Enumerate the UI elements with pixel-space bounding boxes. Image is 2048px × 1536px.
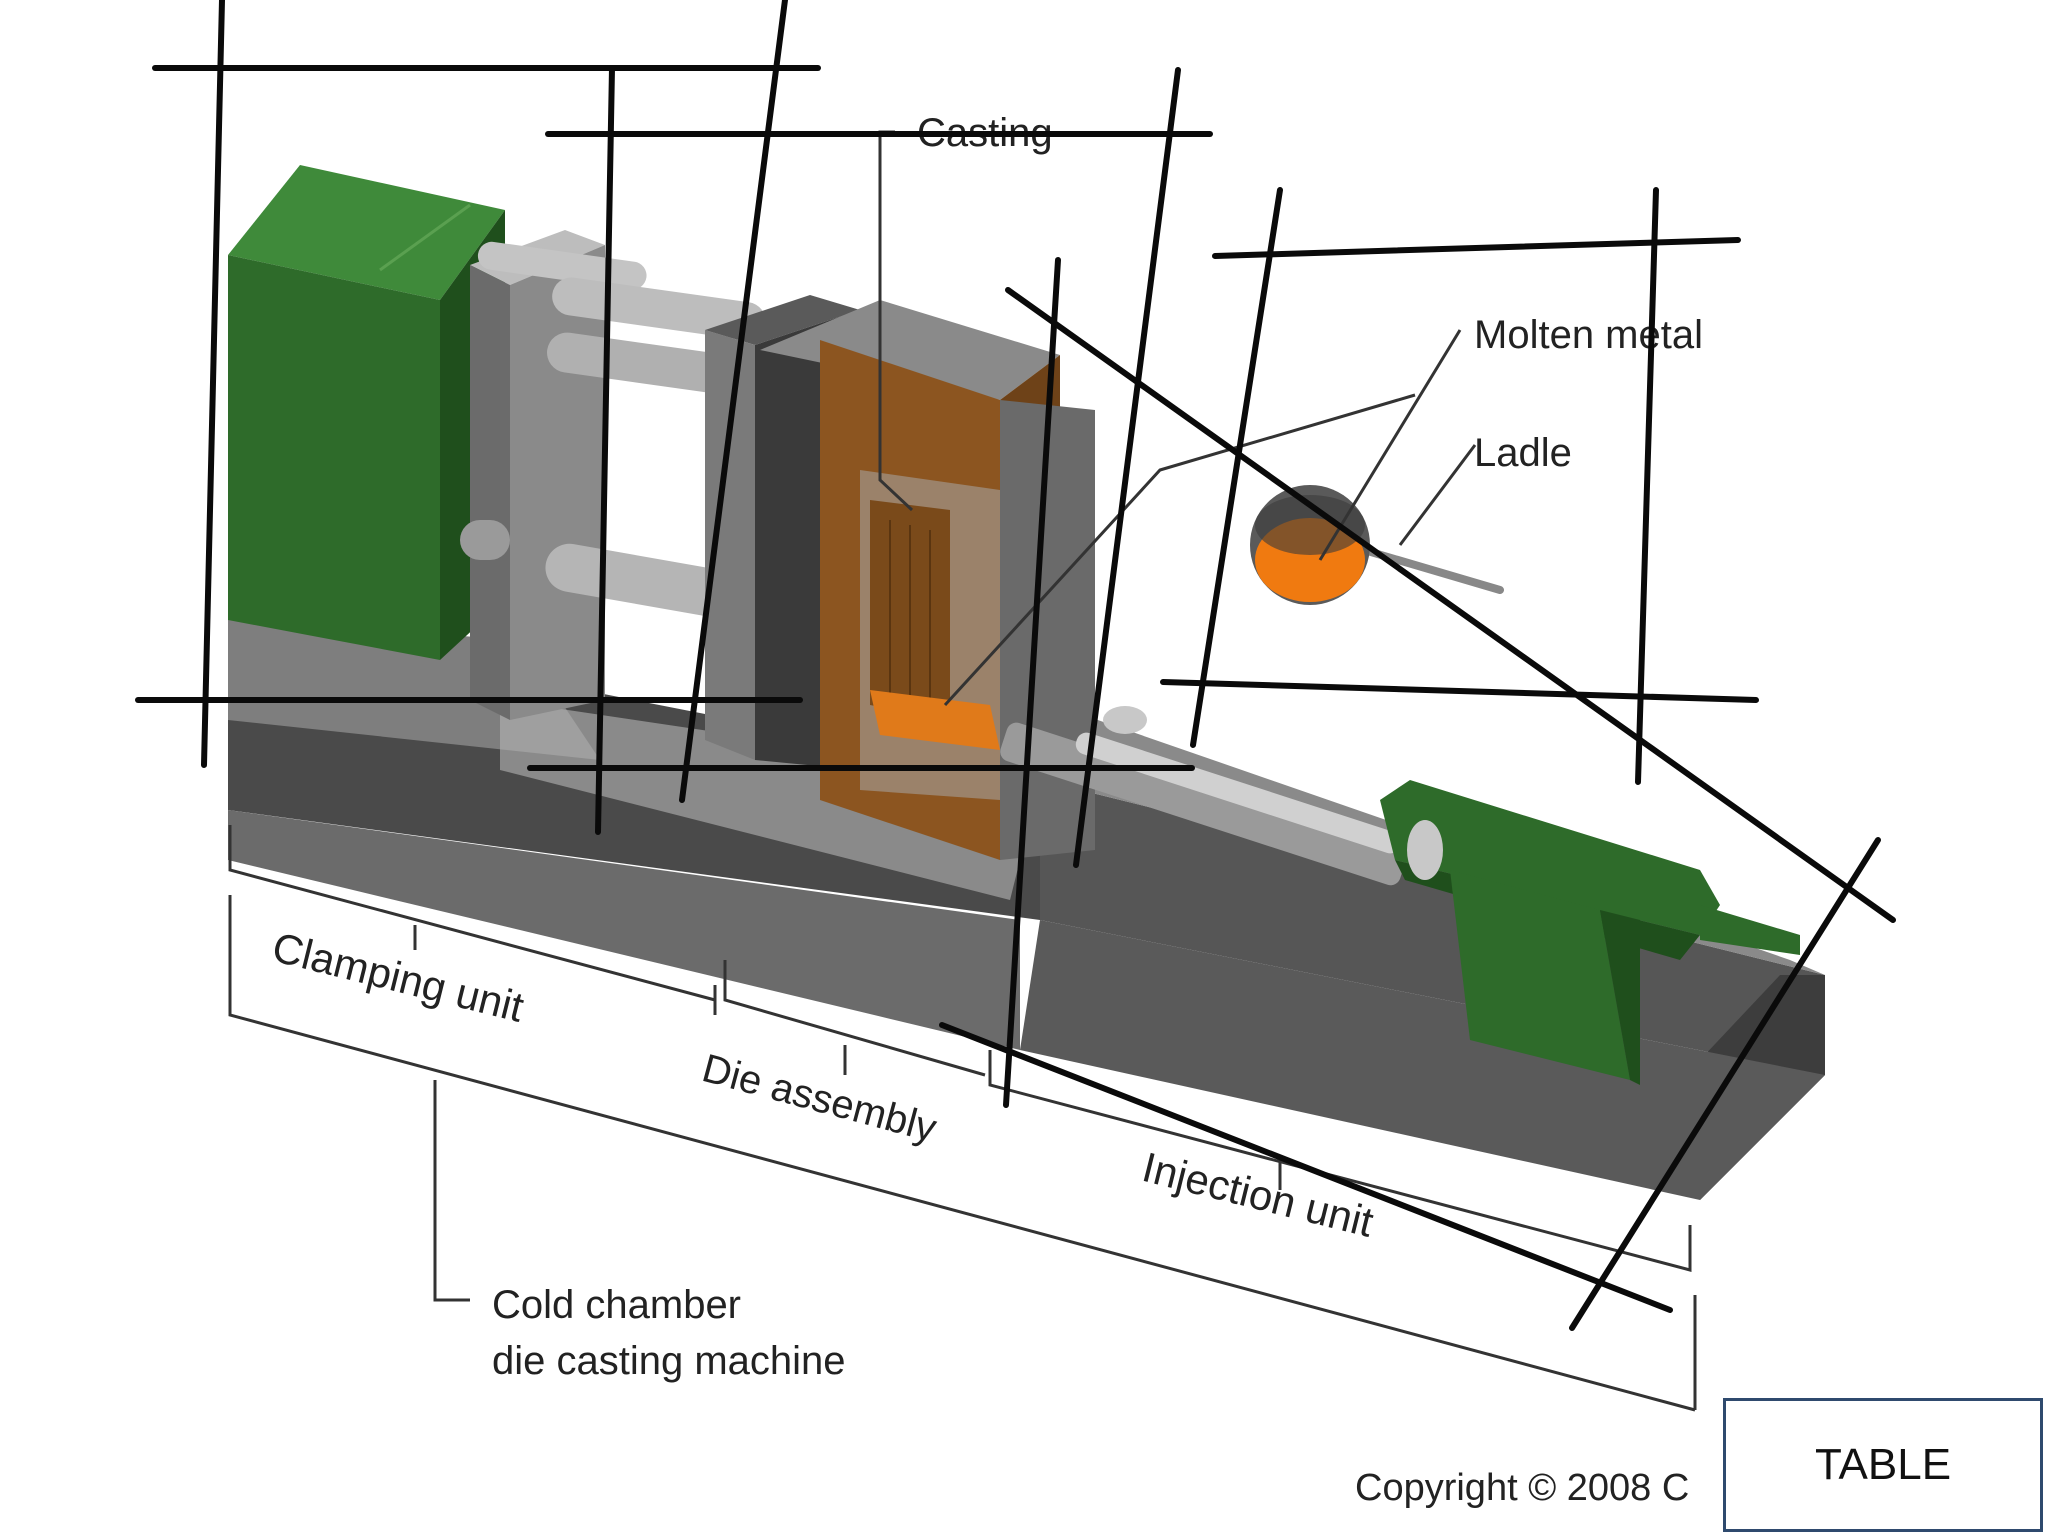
label-ladle: Ladle	[1474, 431, 1572, 475]
clamping-block	[228, 165, 505, 660]
label-machine-line1: Cold chamber	[492, 1283, 741, 1327]
leader-lines	[228, 130, 1697, 1412]
overlay-strokes	[135, 0, 1896, 1331]
table-box[interactable]: TABLE	[1723, 1398, 2043, 1532]
label-machine-line2: die casting machine	[492, 1339, 846, 1383]
ladle-illustration	[1250, 485, 1504, 605]
label-die-assembly: Die assembly	[698, 1046, 941, 1151]
label-molten-metal: Molten metal	[1474, 313, 1703, 357]
injection-unit	[1000, 706, 1800, 1085]
label-injection-unit: Injection unit	[1138, 1143, 1379, 1246]
copyright-text: Copyright © 2008 C	[1355, 1467, 1689, 1509]
